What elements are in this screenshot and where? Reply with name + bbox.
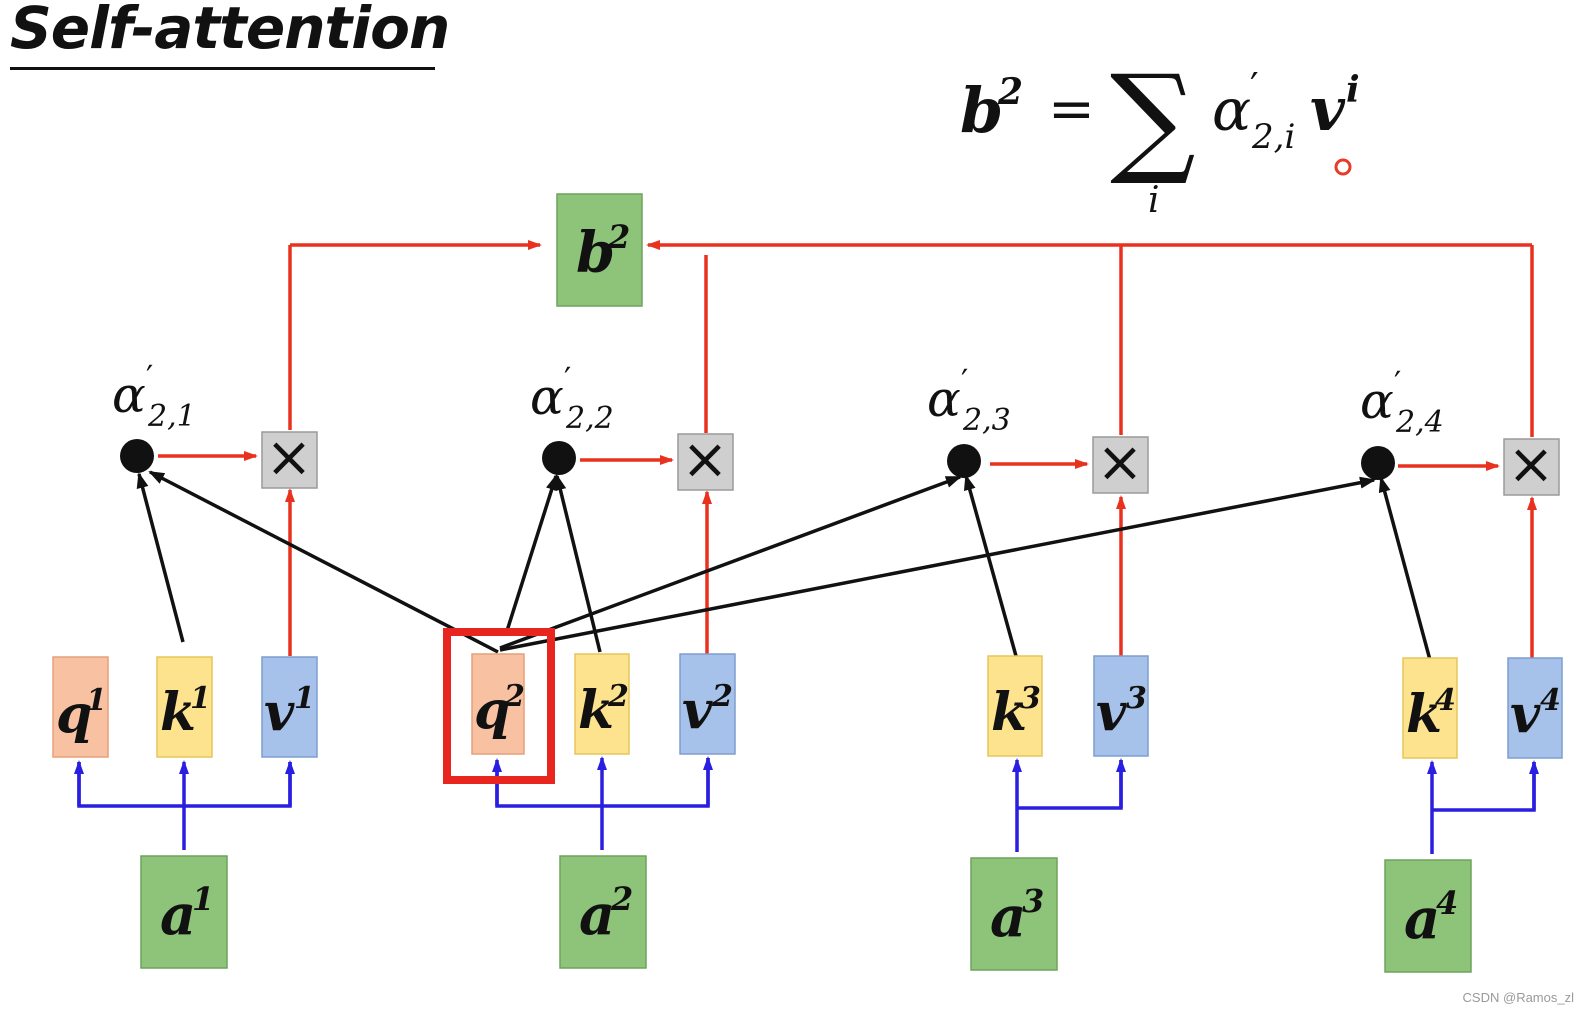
svg-text:4: 4 (1435, 683, 1456, 718)
key-box-k3: k 3 (987, 655, 1043, 757)
svg-text:′: ′ (564, 360, 571, 398)
formula-equals: = (1048, 77, 1095, 142)
svg-text:1: 1 (192, 880, 214, 918)
formula: b 2 = ∑ i α ′ 2,i v i (960, 50, 1360, 221)
formula-sum: ∑ (1110, 50, 1196, 189)
svg-text:a: a (579, 882, 615, 948)
svg-text:α: α (112, 366, 146, 424)
alpha-2-4: α ′ 2,4 (1360, 364, 1444, 480)
svg-text:v: v (682, 680, 713, 741)
formula-alpha-prime: ′ (1250, 65, 1259, 109)
svg-text:q: q (56, 684, 92, 745)
alpha-to-multiply-arrows (158, 451, 1500, 471)
svg-text:v: v (1096, 682, 1127, 743)
svg-text:α: α (1360, 372, 1394, 430)
svg-text:v: v (264, 682, 295, 743)
svg-text:b: b (576, 220, 615, 286)
input-box-a2: a 2 (559, 855, 647, 969)
projection-arrows (74, 756, 1539, 854)
dot-product-node-4 (1361, 446, 1395, 480)
alpha-2-2: α ′ 2,2 (530, 360, 614, 475)
svg-text:×: × (1097, 430, 1144, 495)
svg-text:2: 2 (610, 880, 633, 918)
input-box-a4: a 4 (1384, 859, 1472, 973)
svg-text:a: a (990, 884, 1026, 950)
formula-alpha-sub: 2,i (1251, 117, 1295, 157)
svg-text:2,4: 2,4 (1395, 405, 1444, 440)
watermark: CSDN @Ramos_zl (1462, 990, 1574, 1005)
alpha-2-1: α ′ 2,1 (112, 358, 196, 473)
value-box-v3: v 3 (1093, 655, 1149, 757)
svg-text:k: k (160, 682, 196, 743)
formula-v-sup: i (1346, 69, 1360, 111)
key-box-k1: k 1 (156, 656, 213, 758)
svg-text:×: × (1508, 432, 1555, 497)
svg-text:3: 3 (1020, 681, 1041, 716)
svg-text:2: 2 (503, 679, 525, 714)
svg-text:4: 4 (1436, 884, 1458, 922)
multiply-box-4: × (1503, 432, 1560, 497)
formula-lhs-sup: 2 (997, 71, 1023, 113)
svg-text:×: × (266, 425, 313, 490)
multiply-box-2: × (677, 427, 734, 492)
svg-text:2: 2 (607, 679, 629, 714)
svg-text:q: q (474, 680, 510, 741)
value-box-v4: v 4 (1507, 657, 1563, 759)
output-box-b2: b 2 (556, 193, 643, 307)
svg-text:4: 4 (1540, 683, 1561, 718)
attention-score-arrows (136, 470, 1432, 661)
svg-text:α: α (927, 370, 961, 428)
title-underline (10, 67, 435, 70)
value-to-multiply-arrows (285, 488, 1537, 658)
svg-text:′: ′ (1394, 364, 1401, 402)
alpha-2-3: α ′ 2,3 (927, 362, 1011, 478)
query-highlight-box (443, 628, 555, 784)
multiply-box-1: × (261, 425, 318, 490)
key-box-k2: k 2 (574, 653, 630, 755)
svg-text:2,2: 2,2 (565, 401, 614, 436)
formula-lhs: b (960, 74, 1003, 147)
value-box-v1: v 1 (261, 656, 318, 758)
svg-text:α: α (530, 368, 564, 426)
cursor-indicator (1334, 158, 1352, 176)
dot-product-node-3 (947, 444, 981, 478)
svg-text:k: k (1406, 684, 1442, 745)
svg-text:2,1: 2,1 (147, 399, 196, 434)
dot-product-node-2 (542, 441, 576, 475)
svg-text:1: 1 (86, 683, 107, 718)
output-arrows (288, 240, 1534, 437)
svg-text:2: 2 (711, 679, 733, 714)
key-box-k4: k 4 (1402, 657, 1458, 759)
svg-text:k: k (991, 682, 1027, 743)
svg-text:a: a (160, 882, 196, 948)
svg-text:1: 1 (190, 681, 211, 716)
formula-v: v (1310, 75, 1346, 145)
svg-text:v: v (1510, 684, 1541, 745)
svg-text:3: 3 (1126, 681, 1147, 716)
dot-product-node-1 (120, 439, 154, 473)
query-box-q1: q 1 (52, 656, 109, 758)
page-title: Self-attention (10, 0, 450, 62)
svg-text:1: 1 (294, 681, 315, 716)
formula-sum-index: i (1148, 180, 1160, 221)
svg-text:×: × (682, 427, 729, 492)
svg-text:′: ′ (961, 362, 968, 400)
svg-text:2,3: 2,3 (962, 403, 1011, 438)
svg-text:2: 2 (607, 218, 630, 256)
input-box-a3: a 3 (970, 857, 1058, 971)
multiply-box-3: × (1092, 430, 1149, 495)
svg-text:a: a (1404, 886, 1440, 952)
svg-text:3: 3 (1022, 882, 1044, 920)
value-box-v2: v 2 (679, 653, 736, 755)
svg-text:k: k (578, 680, 614, 741)
svg-text:′: ′ (146, 358, 153, 396)
formula-alpha: α (1212, 76, 1251, 144)
input-box-a1: a 1 (140, 855, 228, 969)
query-box-q2: q 2 (471, 653, 525, 755)
